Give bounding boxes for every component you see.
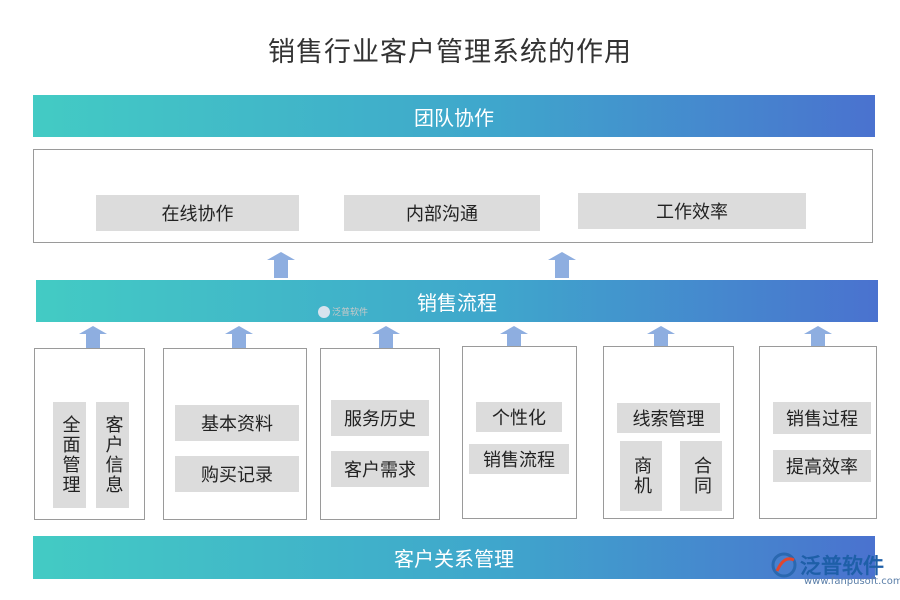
up-arrow-icon [804, 326, 832, 352]
up-arrow-icon [225, 326, 253, 352]
up-arrow-icon [267, 252, 295, 278]
band-sales-process: 销售流程 [36, 280, 878, 322]
fanpu-logo-icon [771, 552, 797, 578]
brand-logo: 泛普软件 www.fanpusoft.com [770, 550, 900, 587]
group-item-lead-management: 线索管理 [617, 403, 720, 433]
team-item-work-efficiency: 工作效率 [578, 193, 806, 229]
group-item-opportunity: 商机 [620, 441, 662, 511]
up-arrow-icon [372, 326, 400, 352]
group-item-customer-needs: 客户需求 [331, 451, 429, 487]
group-item-basic-data: 基本资料 [175, 405, 299, 441]
up-arrow-icon [500, 326, 528, 352]
group-item-personalization: 个性化 [476, 402, 562, 432]
group-box-personalization [462, 346, 577, 519]
up-arrow-icon [79, 326, 107, 352]
up-arrow-icon [647, 326, 675, 352]
up-arrow-icon [548, 252, 576, 278]
group-item-contract: 合同 [680, 441, 722, 511]
team-item-internal-comm: 内部沟通 [344, 195, 540, 231]
group-item-sales-process: 销售流程 [469, 444, 569, 474]
group-item-sales-process-detail: 销售过程 [773, 402, 871, 434]
band-sales-process-label: 销售流程 [417, 290, 497, 315]
group-item-improve-efficiency: 提高效率 [773, 450, 871, 482]
band-customer-relationship-label: 客户关系管理 [394, 547, 514, 571]
team-item-online-collab: 在线协作 [96, 195, 299, 231]
group-item-service-history: 服务历史 [331, 400, 429, 436]
group-item-purchase-records: 购买记录 [175, 456, 299, 492]
logo-url: www.fanpusoft.com [804, 576, 900, 587]
group-item-full-management: 全面管理 [53, 402, 86, 508]
band-team-collaboration: 团队协作 [33, 95, 875, 137]
watermark-text: 泛普软件 [332, 308, 369, 318]
group-item-customer-info: 客户信息 [96, 402, 129, 508]
diagram-title: 销售行业客户管理系统的作用 [268, 37, 632, 68]
logo-name: 泛普软件 [800, 554, 884, 578]
watermark: 泛普软件 [318, 305, 368, 318]
band-customer-relationship: 客户关系管理 [33, 536, 875, 579]
band-team-collaboration-label: 团队协作 [414, 105, 494, 130]
watermark-logo-icon [318, 305, 330, 318]
